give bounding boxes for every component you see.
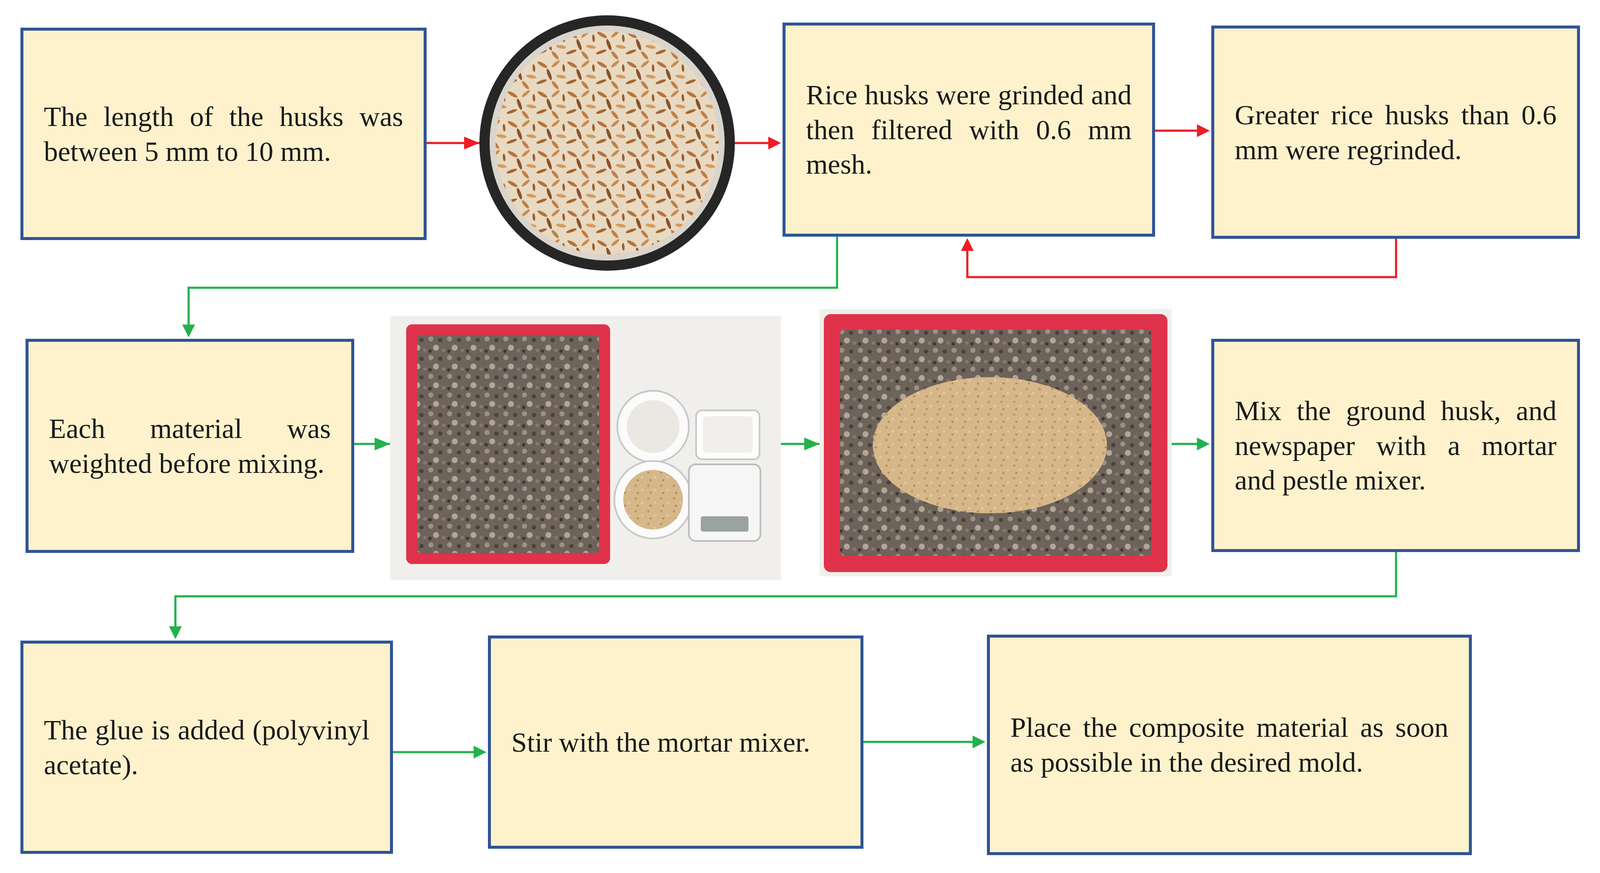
red-tray (406, 324, 611, 565)
box-text: Rice husks were grinded and then filtere… (805, 77, 1132, 182)
box-text: Mix the ground husk, and newspaper with … (1234, 393, 1557, 498)
flow-arrow (1155, 129, 1203, 132)
process-box: Greater rice husks than 0.6 mm were regr… (1211, 25, 1580, 239)
process-box: Stir with the mortar mixer. (487, 635, 864, 849)
white-bowl (617, 390, 689, 463)
flow-arrow (967, 238, 1397, 278)
arrow-head (804, 437, 820, 451)
kitchen-scale (688, 464, 761, 542)
process-box: Each material was weighted before mixing… (25, 338, 355, 554)
bowl-rim (479, 15, 735, 271)
weighing-photo (389, 316, 781, 580)
ground-husk (623, 470, 683, 530)
rice-husk-photo (479, 15, 735, 271)
box-text: Place the composite material as soon as … (1010, 710, 1449, 780)
mixing-photo (819, 309, 1172, 577)
newspaper-pulp (417, 335, 600, 554)
process-box: The glue is added (polyvinyl acetate). (20, 640, 393, 855)
husk-pile (495, 31, 719, 255)
arrow-head (374, 437, 390, 451)
box-text: Greater rice husks than 0.6 mm were regr… (1234, 97, 1557, 168)
photo-ground (819, 309, 1172, 577)
flow-arrow (175, 552, 1397, 632)
powder (702, 416, 753, 453)
scale-display (700, 516, 749, 532)
box-text: Each material was weighted before mixing… (48, 411, 331, 482)
white-dish (696, 410, 760, 460)
flow-arrow (188, 236, 838, 330)
box-text: Stir with the mortar mixer. (511, 725, 841, 760)
process-box: Rice husks were grinded and then filtere… (782, 22, 1156, 237)
bowl-lip (489, 25, 725, 261)
box-text: The glue is added (polyvinyl acetate). (43, 712, 370, 783)
photo-ground (389, 316, 781, 580)
box-text: The length of the husks was between 5 mm… (43, 99, 404, 170)
newspaper-pulp (840, 329, 1152, 557)
red-tray (823, 314, 1168, 573)
powder (626, 400, 680, 454)
flow-arrow (392, 751, 479, 754)
ground-husk (872, 377, 1107, 514)
arrow-head (464, 136, 480, 150)
husk-bowl (614, 461, 692, 539)
process-box: Place the composite material as soon as … (986, 634, 1472, 856)
process-box: Mix the ground husk, and newspaper with … (1211, 338, 1580, 553)
process-box: The length of the husks was between 5 mm… (20, 27, 427, 241)
flow-arrow (863, 741, 978, 744)
